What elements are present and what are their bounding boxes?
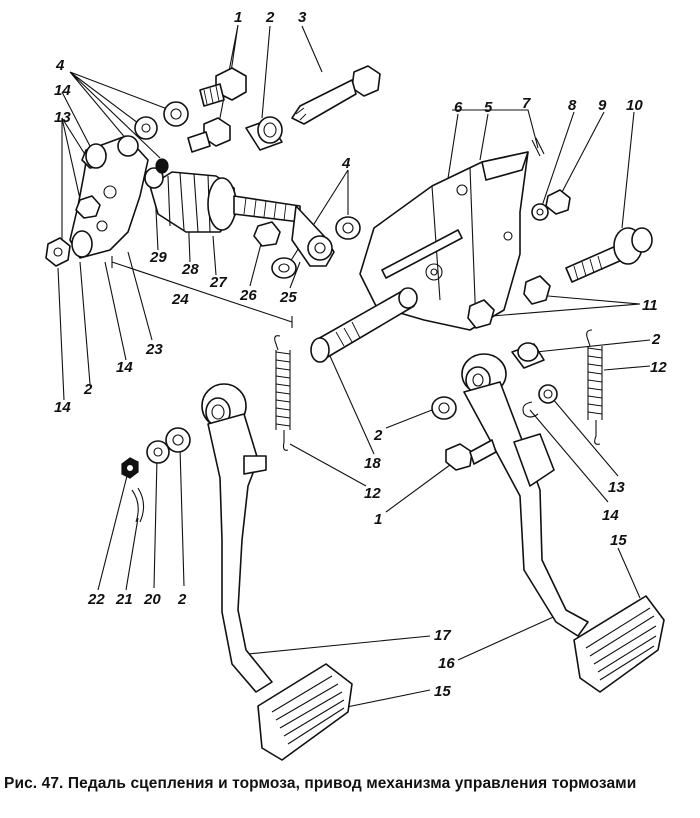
return-springs [274,329,603,451]
clutch-pedal [201,383,353,761]
callout-14-a: 14 [54,82,71,99]
callout-27: 27 [209,274,227,291]
callout-14-b: 14 [116,359,133,376]
figure-caption: Рис. 47. Педаль сцепления и тормоза, при… [4,775,637,792]
callout-25: 25 [279,289,297,306]
callout-18: 18 [364,455,381,472]
callout-2-top: 2 [265,9,275,26]
callout-20: 20 [143,591,161,608]
right-fasteners [531,189,653,283]
pedal-bracket [359,137,551,331]
callout-2-left: 2 [83,381,93,398]
callout-numbers: 1 2 3 4 14 13 29 28 27 4 26 25 24 23 14 … [54,9,667,700]
callout-22: 22 [87,591,105,608]
callout-11: 11 [642,297,658,314]
callout-24: 24 [171,291,189,308]
callout-9: 9 [598,97,607,114]
top-fasteners [117,65,381,157]
callout-26: 26 [239,287,257,304]
callout-16: 16 [438,655,455,672]
callout-17: 17 [434,627,451,644]
callout-13-right: 13 [608,479,625,496]
callout-4-mid: 4 [341,155,351,172]
callout-14-c: 14 [54,399,71,416]
callout-21: 21 [115,591,133,608]
callout-12-right: 12 [650,359,667,376]
callout-10: 10 [626,97,643,114]
callout-14-right: 14 [602,507,619,524]
pushrod-boot-assembly [45,135,361,279]
callout-28: 28 [181,261,199,278]
callout-15-right: 15 [610,532,627,549]
callout-23: 23 [145,341,163,358]
callout-8: 8 [568,97,577,114]
callout-2-right: 2 [651,331,661,348]
callout-12-mid: 12 [364,485,381,502]
callout-1-top: 1 [234,9,242,26]
center-small-parts [431,396,497,471]
callout-15-bottom: 15 [434,683,451,700]
callout-1-mid: 1 [374,511,382,528]
callout-6: 6 [454,99,463,116]
pedal-shaft [310,287,418,363]
callout-7: 7 [522,95,531,112]
callout-29: 29 [149,249,167,266]
callout-4-left: 4 [55,57,65,74]
callout-2-mid: 2 [373,427,383,444]
callout-3: 3 [298,9,307,26]
bottom-left-fasteners [121,427,191,523]
callout-13-left: 13 [54,109,71,126]
callout-2-bottom: 2 [177,591,187,608]
callout-5: 5 [484,99,493,116]
brake-pedal [461,342,665,693]
